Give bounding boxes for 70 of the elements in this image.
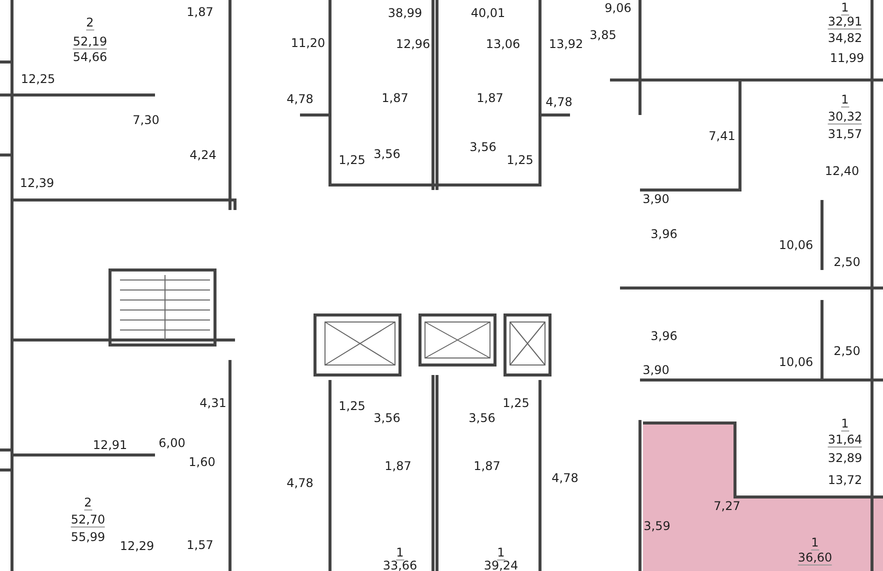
room-area-label: 9,06 (604, 1, 632, 15)
room-area-label: 4,78 (546, 95, 572, 109)
apartment-area-label: 55,99 (70, 530, 106, 544)
room-area-label: 13,92 (548, 37, 584, 51)
room-area-label: 1,87 (476, 91, 504, 105)
room-area-label: 3,59 (644, 519, 670, 533)
room-area-label: 12,29 (120, 539, 154, 553)
room-count-label: 2 (84, 496, 92, 510)
room-area-label: 4,24 (190, 148, 216, 162)
room-area-label: 3,85 (590, 28, 616, 42)
room-area-label: 12,91 (92, 438, 128, 452)
room-count-label: 1 (497, 546, 505, 560)
apartment-area-label: 33,66 (382, 558, 418, 571)
room-area-label: 3,56 (374, 411, 400, 425)
room-area-label: 2,50 (834, 344, 860, 358)
room-area-label: 12,25 (20, 72, 56, 86)
room-area-label: 13,72 (828, 473, 862, 487)
room-area-label: 3,96 (650, 227, 678, 241)
room-area-label: 10,06 (778, 355, 814, 369)
room-area-label: 11,99 (830, 51, 864, 65)
room-count-label: 1 (396, 546, 404, 560)
room-area-label: 12,39 (20, 176, 54, 190)
apartment-area-label: 31,64 (828, 432, 862, 448)
room-area-label: 1,87 (384, 459, 412, 473)
room-area-label: 3,90 (642, 192, 670, 206)
room-area-label: 1,57 (186, 538, 214, 552)
room-area-label: 3,56 (470, 140, 496, 154)
room-count-label: 1 (841, 92, 849, 108)
room-area-label: 10,06 (778, 238, 814, 252)
room-area-label: 12,40 (824, 164, 860, 178)
apartment-area-label: 40,01 (470, 6, 506, 20)
room-area-label: 7,27 (714, 499, 740, 513)
room-area-label: 13,06 (486, 37, 520, 51)
room-area-label: 4,78 (286, 476, 314, 490)
room-area-label: 11,20 (290, 36, 326, 50)
room-area-label: 3,56 (374, 147, 400, 161)
room-count-label: 1 (841, 0, 849, 16)
apartment-area-label: 34,82 (828, 31, 862, 45)
room-area-label: 1,87 (382, 91, 408, 105)
room-area-label: 4,78 (552, 471, 578, 485)
room-area-label: 2,50 (834, 255, 860, 269)
apartment-area-label: 32,91 (828, 14, 862, 30)
room-area-label: 1,87 (474, 459, 500, 473)
apartment-area-label: 32,89 (828, 451, 862, 465)
apartment-area-label: 54,66 (72, 50, 108, 64)
room-area-label: 4,78 (286, 92, 314, 106)
apartment-area-label: 38,99 (388, 6, 422, 20)
room-area-label: 7,41 (708, 129, 736, 143)
room-area-label: 7,30 (132, 113, 160, 127)
apartment-area-label: 52,19 (72, 34, 108, 50)
room-area-label: 12,96 (396, 37, 430, 51)
room-area-label: 4,31 (200, 396, 226, 410)
apartment-area-label: 31,57 (828, 127, 862, 141)
room-area-label: 3,56 (468, 411, 496, 425)
room-area-label: 1,87 (186, 5, 214, 19)
room-area-label: 1,25 (338, 153, 366, 167)
room-area-label: 6,00 (158, 436, 186, 450)
room-count-label: 2 (86, 16, 94, 30)
apartment-area-label: 39,24 (484, 558, 518, 571)
room-area-label: 1,25 (502, 396, 530, 410)
apartment-area-label: 52,70 (70, 512, 106, 528)
room-area-label: 1,60 (188, 455, 216, 469)
room-count-label: 1 (841, 416, 849, 432)
room-area-label: 1,25 (338, 399, 366, 413)
room-count-label: 1 (811, 536, 819, 550)
room-area-label: 3,96 (650, 329, 678, 343)
room-area-label: 3,90 (642, 363, 670, 377)
apartment-area-label: 36,60 (798, 550, 832, 566)
apartment-area-label: 30,32 (828, 110, 862, 124)
room-area-label: 1,25 (506, 153, 534, 167)
